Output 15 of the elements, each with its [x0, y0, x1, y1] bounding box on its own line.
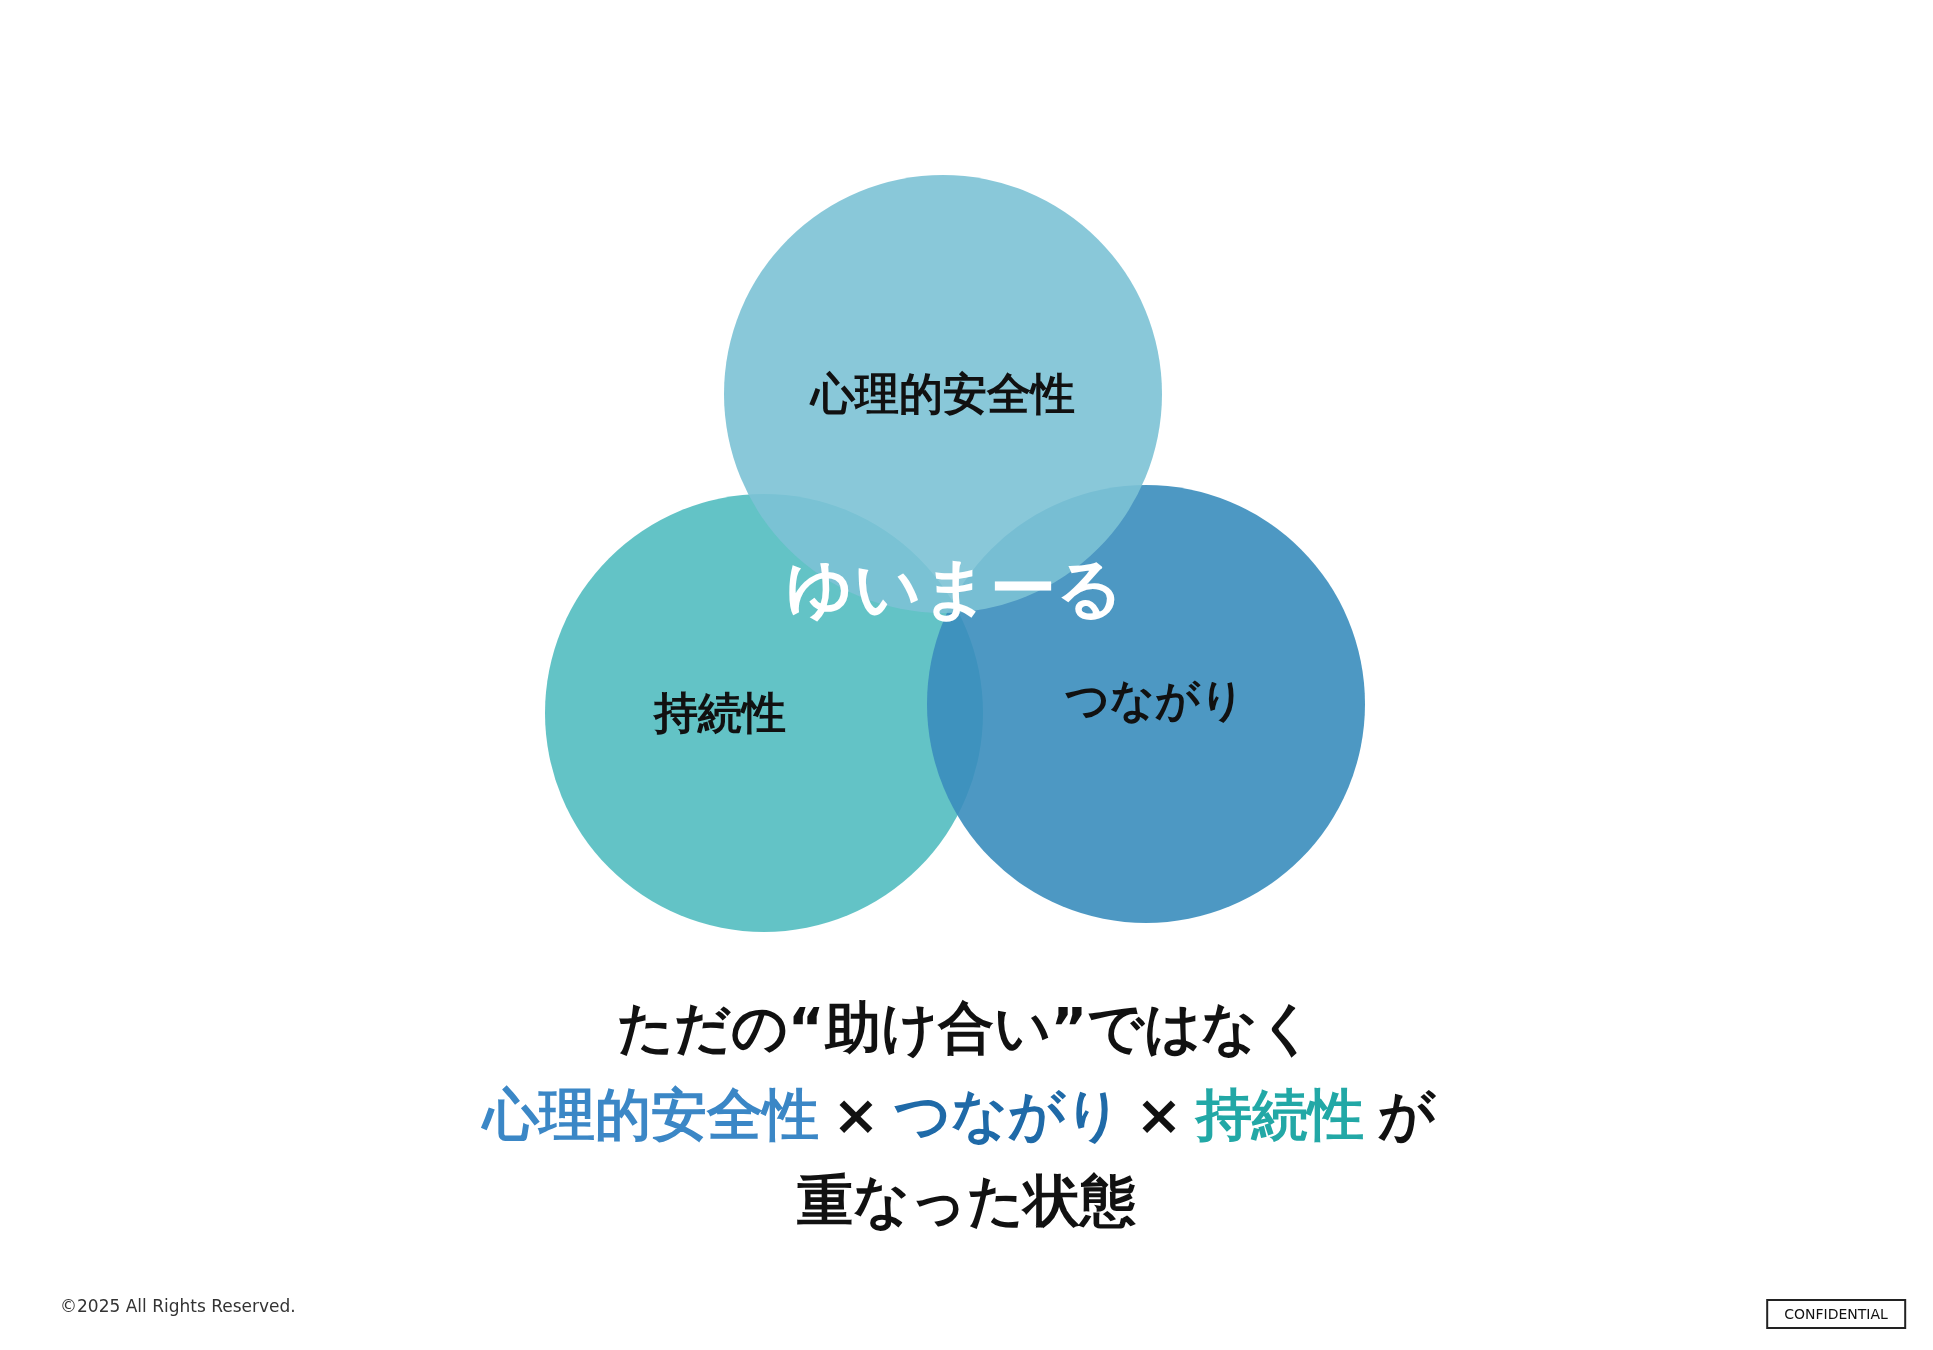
message-text: ただの“助け合い”ではなく [616, 995, 1316, 1060]
message-text: 心理的安全性 [482, 1082, 819, 1147]
message-text: が [1378, 1082, 1436, 1147]
center-label: ゆいまーる [786, 549, 1124, 629]
message-text: × [832, 1082, 880, 1147]
confidential-tag: CONFIDENTIAL [1766, 1299, 1906, 1329]
circle-label: つながり [1064, 672, 1245, 727]
message-text: × [1135, 1082, 1183, 1147]
message-text: 持続性 [1196, 1082, 1365, 1147]
copyright-text: ©2025 All Rights Reserved. [60, 1296, 296, 1316]
circle-label: 心理的安全性 [811, 366, 1075, 421]
venn-circle [927, 485, 1365, 923]
message-text: つながり [893, 1082, 1122, 1147]
circle-label: 持続性 [654, 685, 787, 740]
message-text: 重なった状態 [796, 1168, 1136, 1233]
